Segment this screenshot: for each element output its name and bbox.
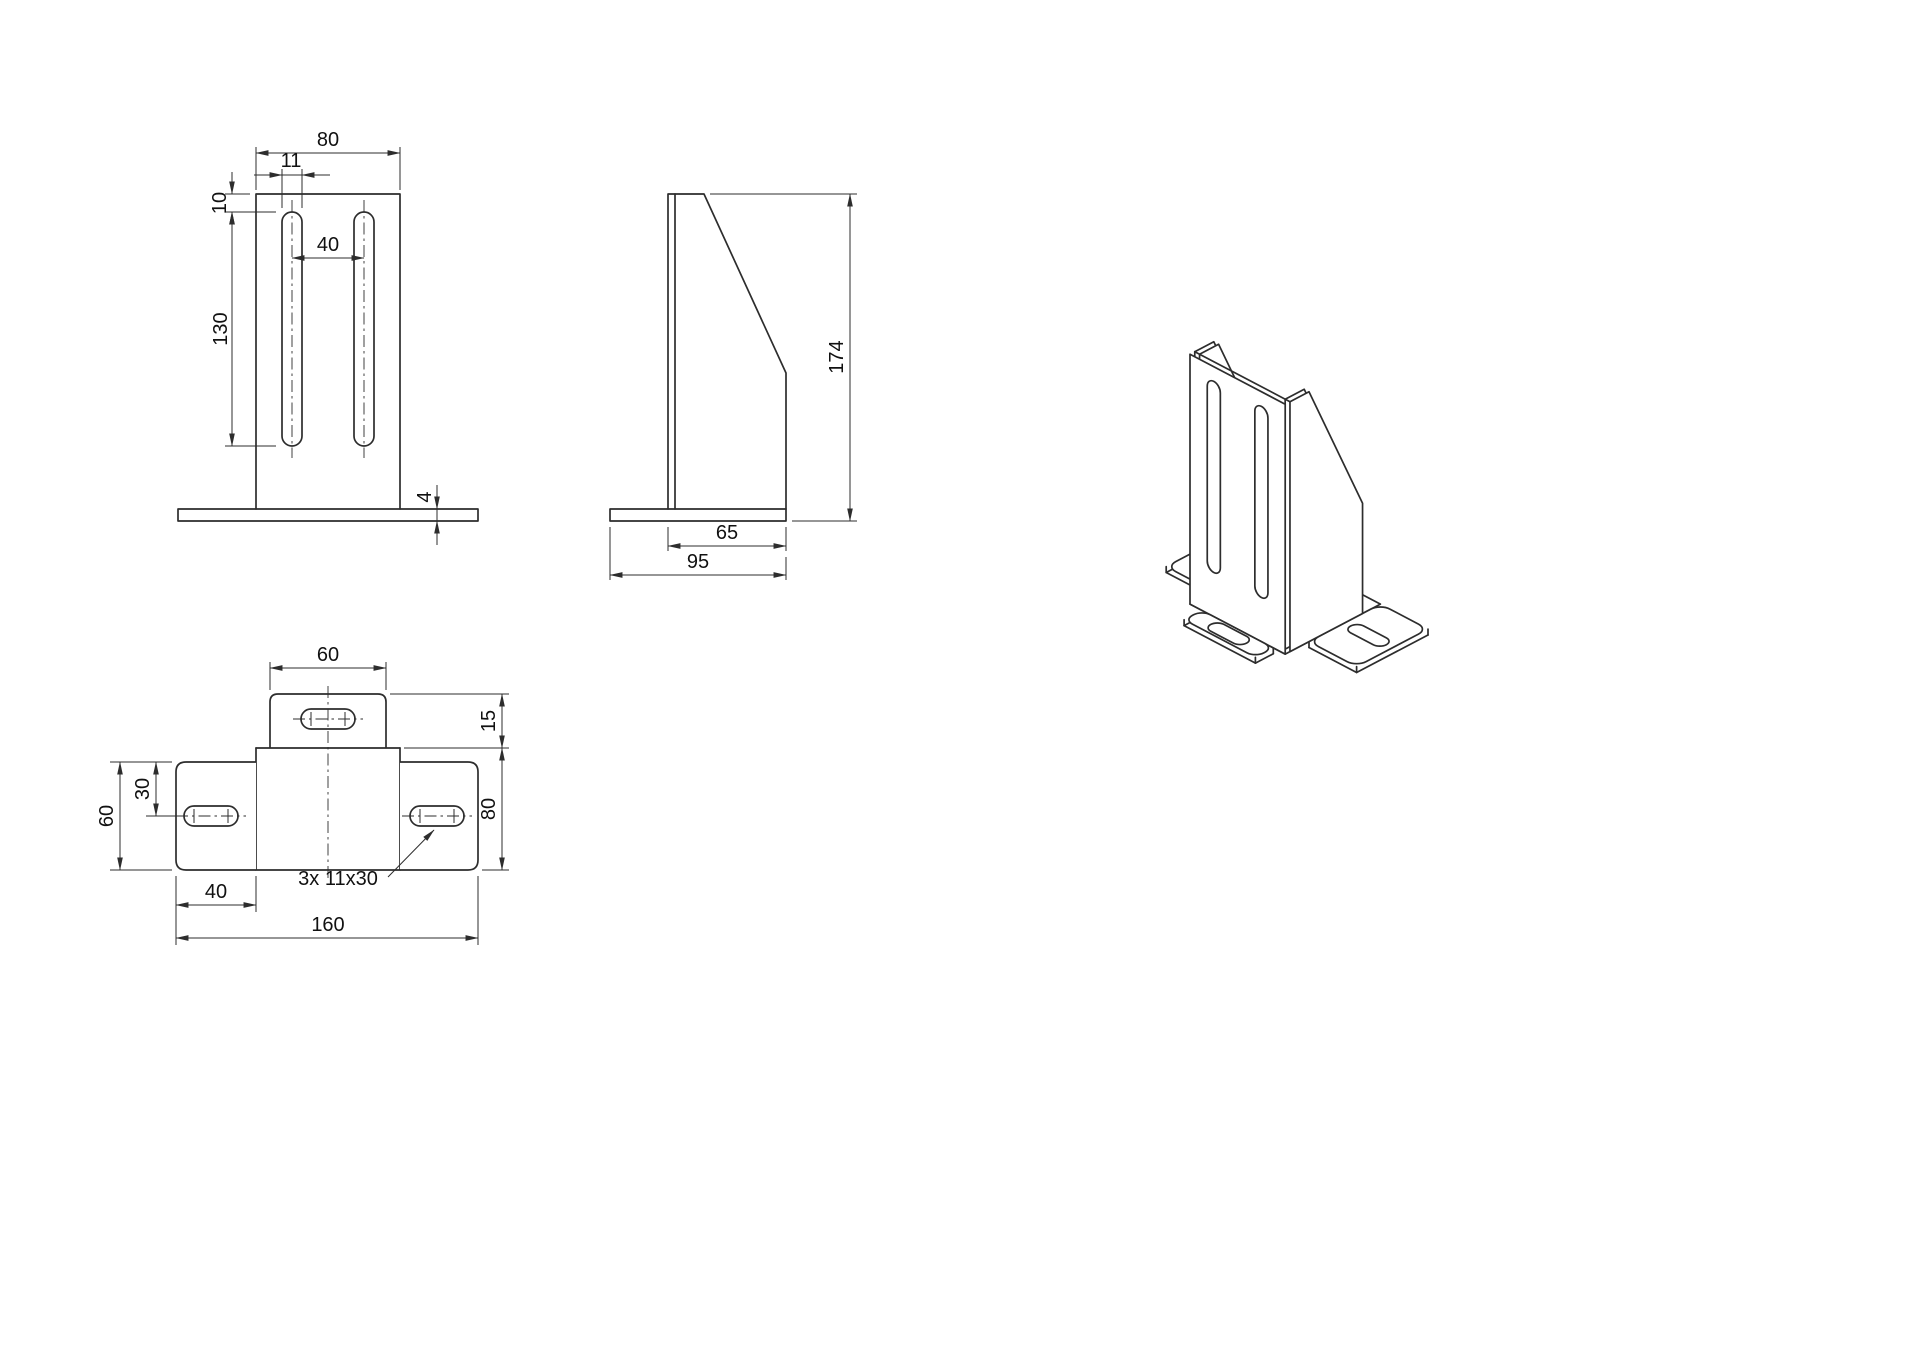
dim-base-section-depth: 80 — [478, 798, 500, 820]
front-view: 80 11 10 130 40 4 — [177, 129, 479, 545]
dim-slot-top-offset: 10 — [209, 192, 231, 214]
iso-front-plate — [1190, 354, 1285, 654]
top-view: 60 15 30 60 80 40 160 3x 11x30 — [96, 644, 509, 945]
top-centerlines — [176, 686, 472, 882]
dim-front-tab-depth: 15 — [478, 710, 500, 732]
dim-front-tab-width: 60 — [317, 644, 339, 666]
iso-front-slot — [1204, 621, 1253, 647]
dim-gusset-depth: 65 — [716, 522, 738, 544]
top-extension-lines — [110, 662, 509, 945]
iso-right-slot — [1344, 623, 1393, 649]
dim-plate-width: 80 — [317, 129, 339, 151]
slot-callout-label: 3x 11x30 — [298, 868, 378, 890]
dim-overall-width: 160 — [311, 914, 344, 936]
dim-slot-length: 130 — [210, 312, 232, 345]
side-base-flange — [609, 508, 787, 522]
side-extension-lines — [609, 193, 857, 580]
dim-slot-width: 11 — [281, 150, 302, 172]
iso-thickness-connectors — [1165, 565, 1429, 674]
slot-callout-leader — [387, 829, 435, 878]
iso-plate-slot-left — [1207, 378, 1220, 576]
dim-base-depth: 95 — [687, 551, 709, 573]
front-slot-centerlines — [291, 200, 365, 458]
front-plate-outline — [255, 193, 401, 510]
isometric-view — [1125, 314, 1429, 674]
dim-slot-spacing: 40 — [317, 234, 339, 256]
dim-slot-offset: 30 — [132, 778, 154, 800]
iso-plate-slot-right — [1255, 403, 1268, 601]
dim-side-tab-depth: 60 — [96, 805, 118, 827]
front-base-flange — [177, 508, 479, 522]
dim-overall-height: 174 — [826, 340, 848, 373]
side-view: 174 65 95 — [609, 193, 857, 580]
front-extension-lines — [225, 147, 401, 447]
iso-plate-top-edge — [1193, 350, 1291, 403]
dim-sheet-thickness: 4 — [414, 491, 436, 502]
side-profile-outline — [667, 193, 787, 510]
iso-right-wing-outer — [1290, 364, 1363, 652]
dim-side-tab-width: 40 — [205, 881, 227, 903]
top-hole-marks — [193, 712, 455, 823]
